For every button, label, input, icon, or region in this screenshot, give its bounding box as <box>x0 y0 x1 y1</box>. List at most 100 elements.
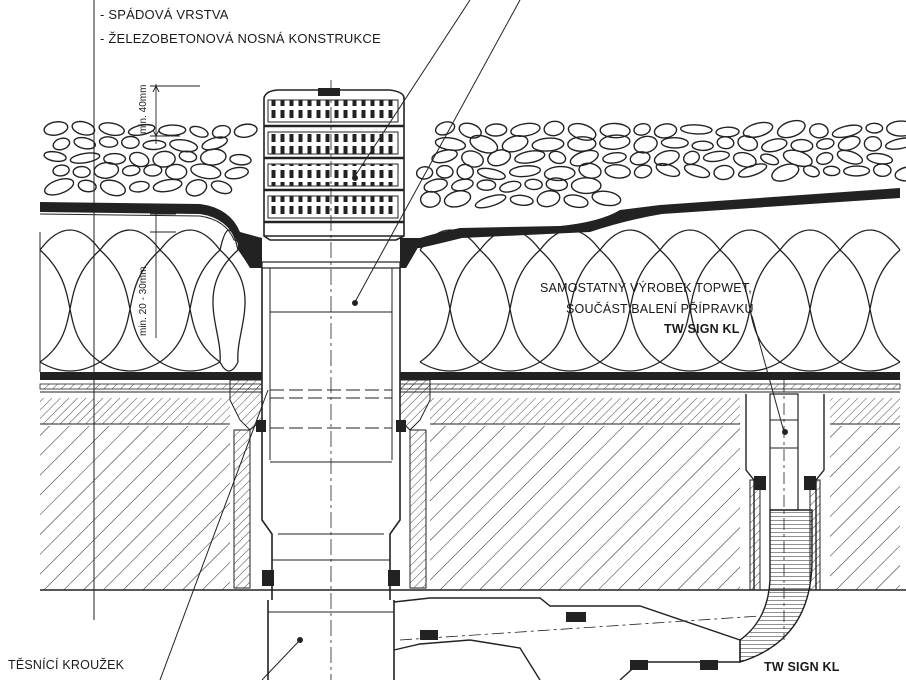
gravel-pebble <box>886 120 906 137</box>
gravel-pebble <box>69 152 101 164</box>
gravel-pebble <box>458 122 482 139</box>
gravel-pebble <box>71 120 96 136</box>
insulation-zigzag <box>479 229 541 372</box>
upper-membrane <box>39 188 900 248</box>
gravel-pebble <box>843 165 871 177</box>
gravel-pebble <box>536 190 561 208</box>
gravel-pebble <box>737 135 759 152</box>
gravel-pebble <box>567 136 597 152</box>
gravel-pebble <box>93 161 120 179</box>
gravel-pebble <box>604 164 631 179</box>
gravel-pebble <box>524 178 543 191</box>
gravel-pebble <box>224 166 249 180</box>
gravel-pebble <box>531 137 565 152</box>
gravel-pebble <box>52 164 70 177</box>
topwet-product-label: TW SIGN KL <box>664 322 740 336</box>
gravel-pebble <box>456 163 474 180</box>
gravel-pebble <box>683 163 711 179</box>
gravel-pebble <box>809 123 829 139</box>
gravel-pebble <box>43 178 75 196</box>
gravel-pebble <box>152 178 183 193</box>
insulation-zigzag <box>212 229 246 372</box>
dimension-label-insulation-overlap: min. 20 - 30mm <box>138 266 149 336</box>
gravel-pebble <box>771 163 800 182</box>
gravel-pebble <box>121 135 140 150</box>
gravel-pebble <box>602 151 627 164</box>
gravel-pebble <box>599 134 631 150</box>
secondary-outlet-tw-sign-kl <box>739 380 830 663</box>
insulation-zigzag <box>419 229 481 372</box>
gravel-pebble <box>158 124 187 137</box>
gravel-pebble <box>127 123 156 137</box>
gravel-pebble <box>73 136 97 150</box>
gravel-pebble <box>679 124 713 135</box>
gravel-pebble <box>837 135 861 151</box>
thermal-insulation <box>39 229 901 372</box>
gravel-pebble <box>98 122 125 137</box>
gravel-pebble <box>508 165 542 178</box>
gravel-pebble <box>802 164 820 178</box>
gravel-pebble <box>716 136 735 150</box>
gravel-pebble <box>742 121 774 139</box>
gravel-pebble <box>229 153 252 166</box>
dimension-label-gravel-cover: min. 40mm <box>138 84 149 134</box>
gravel-pebble <box>510 122 541 137</box>
gravel-pebble <box>199 148 227 166</box>
gravel-pebble <box>629 151 651 166</box>
gravel-pebble <box>121 164 141 177</box>
gravel-pebble <box>142 139 167 151</box>
gravel-pebble <box>863 135 883 152</box>
insulation-zigzag <box>39 229 101 372</box>
gravel-pebble <box>543 120 565 137</box>
gravel-pebble <box>99 179 126 197</box>
gravel-pebble <box>233 123 258 138</box>
gravel-pebble <box>865 122 884 134</box>
main-drain-pipe <box>229 244 431 680</box>
gravel-pebble <box>476 179 497 191</box>
insulation-zigzag <box>599 229 661 372</box>
leaf-guard-grating <box>263 88 405 241</box>
insulation-zigzag <box>839 229 901 372</box>
gravel-pebble <box>660 136 689 149</box>
gravel-pebble <box>77 179 97 193</box>
gravel-pebble <box>165 163 188 180</box>
gravel-pebble <box>72 165 91 179</box>
gravel-pebble <box>545 177 569 192</box>
gravel-pebble <box>484 123 508 137</box>
gravel-pebble <box>469 134 499 154</box>
gravel-pebble <box>569 149 599 167</box>
gravel-pebble <box>190 163 222 180</box>
slope-layer <box>40 398 900 425</box>
gravel-pebble <box>423 178 448 193</box>
gravel-pebble <box>476 167 506 181</box>
lower-membrane <box>39 372 901 393</box>
seal-ring-label: TĚSNÍCÍ KROUŽEK <box>8 658 125 672</box>
horizontal-connector <box>393 597 761 680</box>
gravel-pebble <box>210 180 233 195</box>
gravel-pebble <box>548 150 567 165</box>
gravel-pebble <box>599 122 631 139</box>
gravel-pebble <box>501 135 529 153</box>
gravel-pebble <box>682 150 701 165</box>
gravel-pebble <box>715 126 740 138</box>
gravel-pebble <box>702 150 730 163</box>
insulation-zigzag <box>659 229 721 372</box>
gravel-pebble <box>732 151 757 168</box>
gravel-pebble <box>760 153 780 166</box>
gravel-pebble <box>884 137 906 150</box>
gravel-pebble <box>578 162 602 179</box>
gravel-pebble <box>543 165 576 182</box>
gravel-pebble <box>713 164 735 181</box>
legend-line-concrete-structure: - ŽELEZOBETONOVÁ NOSNÁ KONSTRUKCE <box>100 31 381 46</box>
gravel-pebble <box>815 151 834 166</box>
insulation-zigzag <box>539 229 601 372</box>
gravel-pebble <box>691 140 714 152</box>
gravel-pebble <box>633 164 653 179</box>
gravel-pebble <box>189 125 209 138</box>
gravel-pebble <box>761 138 788 153</box>
gravel-pebble <box>894 166 906 182</box>
insulation-zigzag <box>99 229 161 372</box>
gravel-pebble <box>570 177 602 195</box>
gravel-pebble <box>52 137 71 151</box>
gravel-pebble <box>567 122 597 141</box>
